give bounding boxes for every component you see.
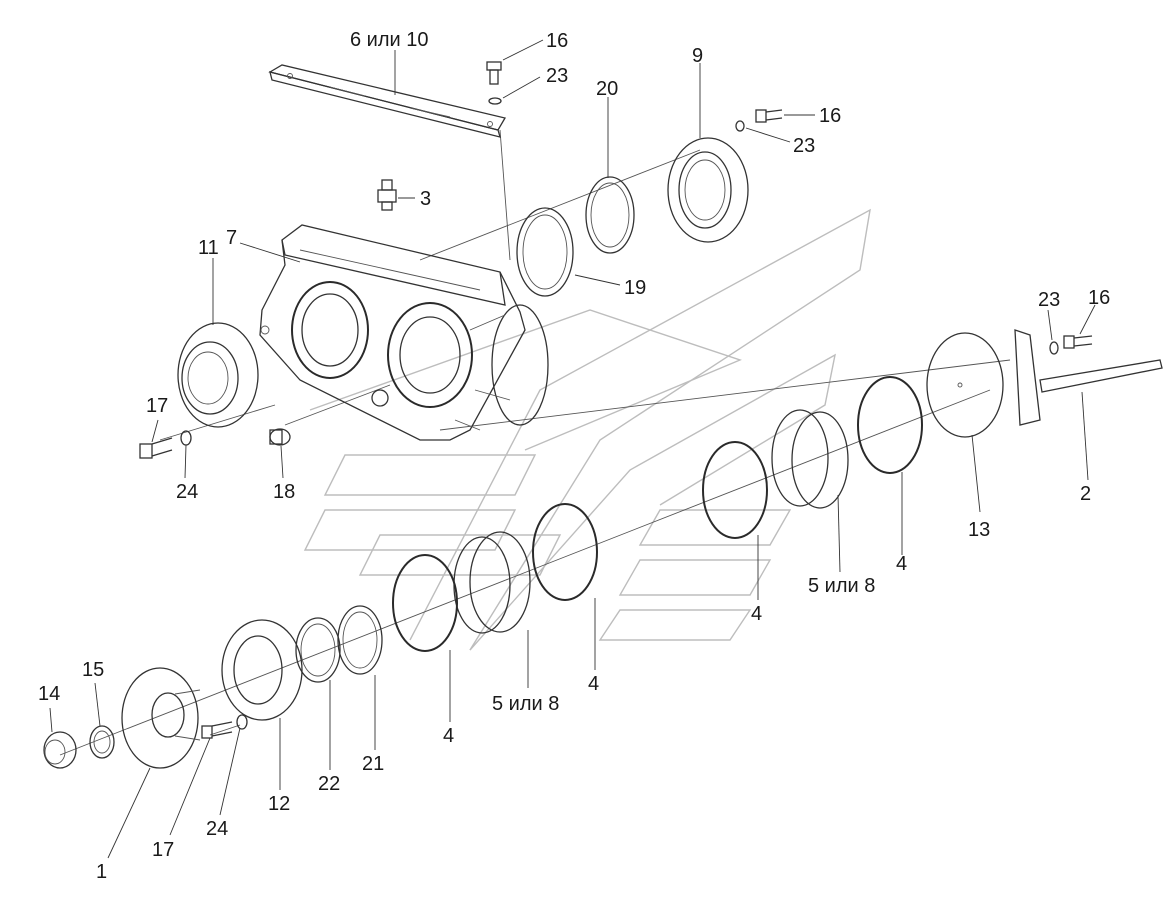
label-19: 19 <box>624 277 646 299</box>
part-15-ring <box>89 725 115 759</box>
label-14: 14 <box>38 683 60 705</box>
part-6-cover-plate <box>268 64 507 138</box>
label-11: 11 <box>198 237 219 259</box>
part-12-cap <box>221 619 303 721</box>
label-16-cap: 16 <box>819 105 841 127</box>
part-4-oring-mid <box>532 503 598 601</box>
part-23-washer-cap <box>735 120 745 132</box>
label-7: 7 <box>226 227 237 249</box>
label-16-top: 16 <box>546 30 568 52</box>
label-6-or-10: 6 или 10 <box>350 29 429 51</box>
part-14-nut <box>43 731 77 769</box>
label-9: 9 <box>692 45 703 67</box>
label-16-right: 16 <box>1088 287 1110 309</box>
part-1-flange <box>121 667 201 769</box>
part-23-washer-right <box>1049 341 1059 355</box>
label-5-or-8-left: 5 или 8 <box>492 693 559 715</box>
label-21: 21 <box>362 753 384 775</box>
part-24-washer-left <box>180 430 192 446</box>
label-17-left: 17 <box>146 395 168 417</box>
label-3: 3 <box>420 188 431 210</box>
part-5-sleeve-far <box>771 409 849 509</box>
label-5-or-8-right: 5 или 8 <box>808 575 875 597</box>
label-13: 13 <box>968 519 990 541</box>
part-24-washer-low <box>236 714 248 730</box>
label-4-near: 4 <box>443 725 454 747</box>
label-4-mid-right: 4 <box>751 603 762 625</box>
label-24-left: 24 <box>176 481 198 503</box>
label-23-cap: 23 <box>793 135 815 157</box>
part-2-bracket <box>1014 329 1163 426</box>
label-23-top: 23 <box>546 65 568 87</box>
label-22: 22 <box>318 773 340 795</box>
part-5-sleeve-near <box>453 531 531 634</box>
part-7-housing <box>259 224 549 441</box>
part-23-washer-top <box>488 97 502 105</box>
part-4-oring-mid-right <box>702 441 768 539</box>
label-4-far: 4 <box>896 553 907 575</box>
part-16-bolt-top <box>486 61 502 85</box>
label-12: 12 <box>268 793 290 815</box>
label-15: 15 <box>82 659 104 681</box>
part-3-breather <box>377 179 397 211</box>
part-16-bolt-right <box>1063 335 1093 349</box>
axis-lines <box>59 129 1011 756</box>
part-22-ring <box>295 617 341 683</box>
part-19-ring <box>516 207 574 297</box>
part-18-plug <box>269 428 291 446</box>
part-20-ring <box>585 176 635 254</box>
label-1: 1 <box>96 861 107 883</box>
label-18: 18 <box>273 481 295 503</box>
part-4-oring-near <box>392 554 458 652</box>
leader-lines <box>49 39 1096 859</box>
watermark-logo <box>303 208 871 651</box>
part-9-cap <box>667 137 749 243</box>
part-17-bolt-low <box>201 721 233 739</box>
part-13-cover <box>926 332 1004 438</box>
label-24-low: 24 <box>206 818 228 840</box>
label-2: 2 <box>1080 483 1091 505</box>
label-17-low: 17 <box>152 839 174 861</box>
part-21-ring <box>337 605 383 675</box>
label-23-right: 23 <box>1038 289 1060 311</box>
part-4-oring-far <box>857 376 923 474</box>
label-20: 20 <box>596 78 618 100</box>
part-16-bolt-cap <box>755 109 783 123</box>
part-17-bolt-left <box>139 437 173 459</box>
part-11-side-cover <box>177 322 259 428</box>
label-4-mid: 4 <box>588 673 599 695</box>
